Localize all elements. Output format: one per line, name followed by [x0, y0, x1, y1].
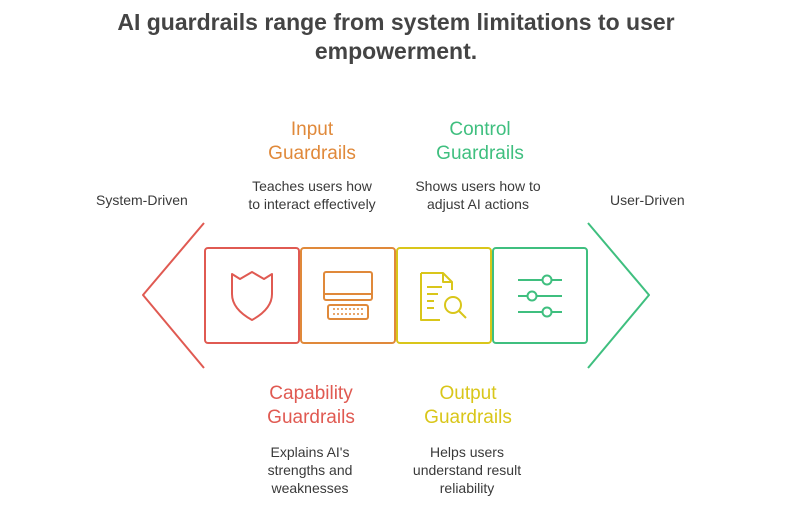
title-line-1: AI guardrails range from system limitati… — [117, 9, 675, 35]
output-box — [396, 247, 492, 344]
title-line-2: empowerment. — [314, 38, 478, 64]
computer-icon — [323, 271, 373, 320]
capability-box — [204, 247, 300, 344]
user-driven-label: User-Driven — [610, 192, 685, 208]
system-driven-label: System-Driven — [96, 192, 188, 208]
input-box — [300, 247, 396, 344]
sliders-icon — [518, 274, 562, 318]
diagram-title: AI guardrails range from system limitati… — [60, 8, 732, 66]
shield-icon — [231, 271, 273, 321]
right-arrowhead — [587, 222, 650, 369]
left-arrowhead — [142, 222, 205, 369]
document-search-icon — [420, 272, 467, 321]
